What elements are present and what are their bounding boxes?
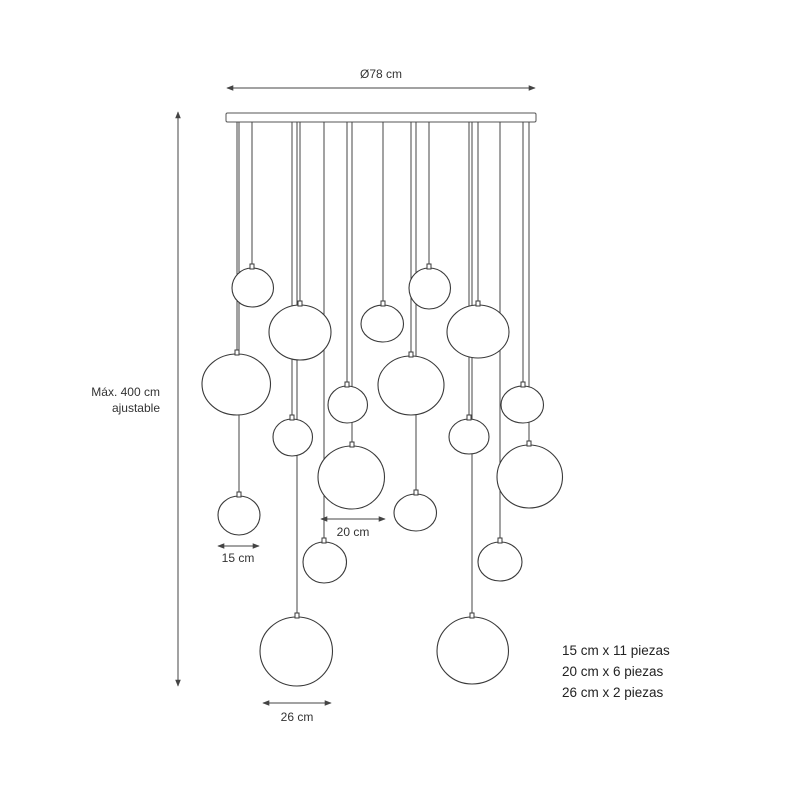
small-globe (500, 385, 545, 424)
medium-globe (446, 304, 510, 359)
globe-cap (297, 300, 303, 307)
small-globe (302, 541, 348, 584)
piece-count-list: 15 cm x 11 piezas 20 cm x 6 piezas 26 cm… (562, 640, 670, 703)
globe-cap (469, 612, 475, 619)
small-globe (360, 304, 405, 343)
small-globe (272, 418, 314, 457)
medium-globe (268, 304, 332, 361)
globe-cap (426, 263, 432, 270)
globe-cap (520, 381, 526, 388)
globe-cap (294, 612, 300, 619)
globe-cap (349, 441, 355, 448)
spec-line-small: 15 cm x 11 piezas (562, 643, 670, 658)
globe-cap (526, 440, 532, 447)
globe-cap (321, 537, 327, 544)
globe-cap (236, 491, 242, 498)
large-globe (436, 616, 510, 685)
medium-globe (317, 445, 386, 510)
globe-cap (289, 414, 295, 421)
globe-cap (249, 263, 255, 270)
small-globe (393, 493, 438, 532)
globe-cap (234, 349, 240, 356)
medium-globe-size-label: 20 cm (337, 525, 370, 539)
small-globe (327, 385, 369, 424)
small-globe-size-label: 15 cm (222, 551, 255, 565)
large-globe (259, 616, 334, 687)
globe-cap (408, 351, 414, 358)
medium-globe (496, 444, 564, 509)
globe-cap (413, 489, 419, 496)
globe-cap (497, 537, 503, 544)
globe-cap (344, 381, 350, 388)
medium-globe (377, 355, 445, 416)
small-globe (448, 418, 490, 455)
small-globe (408, 267, 452, 310)
height-label-line2: ajustable (112, 401, 160, 415)
small-globe (231, 267, 275, 308)
globe-cap (380, 300, 386, 307)
canopy-width-label: Ø78 cm (360, 67, 402, 81)
spec-line-large: 26 cm x 2 piezas (562, 685, 664, 700)
globe-cap (475, 300, 481, 307)
large-globe-size-label: 26 cm (281, 710, 314, 724)
height-label-line1: Máx. 400 cm (91, 385, 160, 399)
small-globe (477, 541, 523, 582)
spec-line-medium: 20 cm x 6 piezas (562, 664, 664, 679)
medium-globe (201, 353, 272, 416)
globe-cap (466, 414, 472, 421)
pendant-globes (201, 263, 564, 687)
pendant-cords (236, 122, 530, 614)
ceiling-canopy (225, 112, 537, 123)
small-globe (217, 495, 261, 536)
